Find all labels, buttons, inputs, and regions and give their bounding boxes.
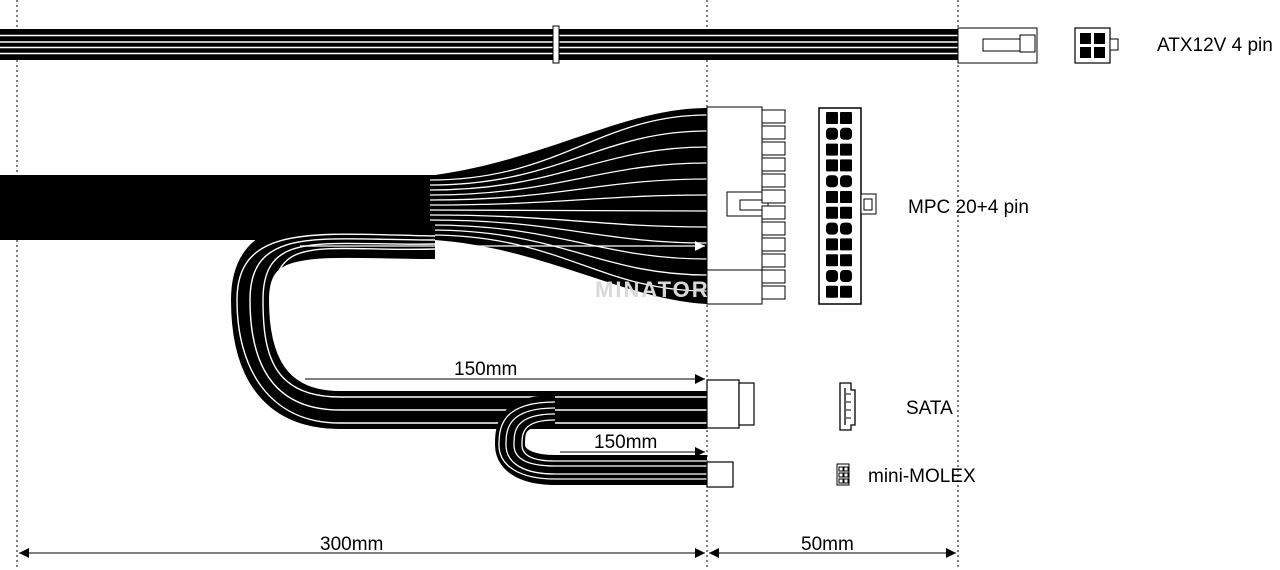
guide-lines <box>16 0 959 570</box>
main-dim-label: 300mm <box>320 534 383 555</box>
watermark: MINATOR <box>595 277 710 302</box>
sata-dim-label: 150mm <box>454 359 517 380</box>
connector-dim-label: 50mm <box>801 534 854 555</box>
sata-cable <box>230 219 707 429</box>
molex-label: mini-MOLEX <box>868 466 976 487</box>
sata-front-view <box>839 382 856 431</box>
atx12v-label: ATX12V 4 pin <box>1157 35 1273 56</box>
molex-front-view <box>836 463 850 486</box>
molex-dim-label: 150mm <box>594 432 657 453</box>
molex-plug <box>706 461 734 488</box>
sata-plug <box>706 379 755 429</box>
mpc-label: MPC 20+4 pin <box>908 197 1029 218</box>
mpc-cable-bundle <box>0 108 708 304</box>
atx12v-plug <box>957 27 1038 64</box>
molex-cable <box>494 395 707 485</box>
sata-label: SATA <box>906 398 953 419</box>
atx12v-front-view <box>1074 27 1119 64</box>
mpc-connector <box>706 106 786 305</box>
mpc-front-view <box>818 107 877 305</box>
cable-tie <box>552 25 560 64</box>
atx12v-cable <box>0 25 958 64</box>
